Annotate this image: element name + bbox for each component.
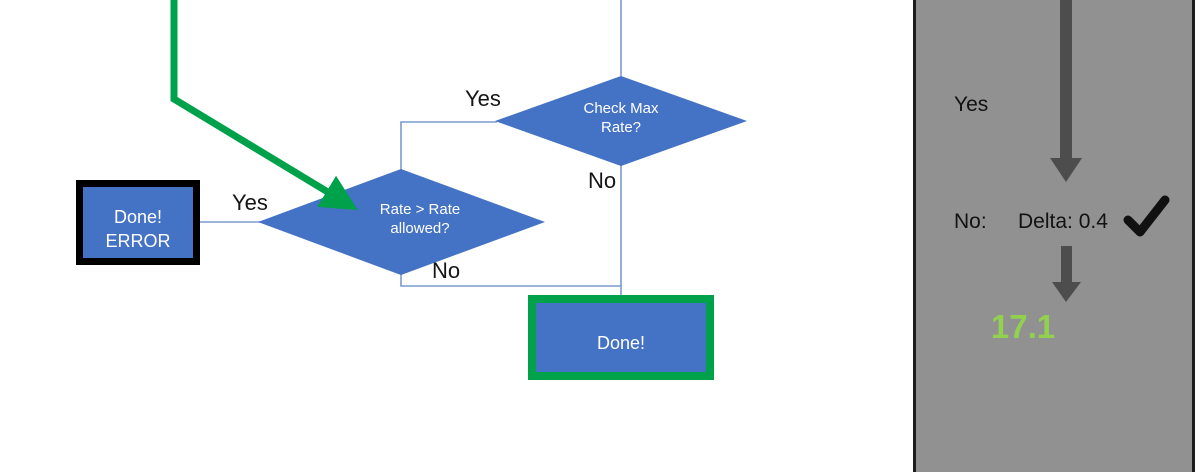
terminator-done-error[interactable]: Done! ERROR xyxy=(76,180,200,265)
edge-label-no-from-check-max-rate: No xyxy=(588,168,617,193)
edge-label-yes-to-check-max-rate: Yes xyxy=(465,86,501,111)
terminator-done[interactable]: Done! xyxy=(528,295,714,380)
terminator-done-error-label: Done! ERROR xyxy=(105,207,171,251)
edge-label-no-from-rate-check: No xyxy=(432,258,461,283)
decision-check-max-rate[interactable] xyxy=(495,76,747,166)
panel-delta-value: Delta: 0.4 xyxy=(1018,210,1108,233)
flowchart-canvas xyxy=(170,0,747,296)
down-arrow-long-icon xyxy=(1050,0,1082,182)
edge-label-yes-to-error: Yes xyxy=(232,190,268,215)
info-panel: Yes No: Delta: 0.4 17.1 xyxy=(913,0,1195,472)
connector-rate-yes-to-check-max-rate xyxy=(400,121,497,170)
down-arrow-short-icon xyxy=(1052,246,1081,302)
terminator-done-label: Done! xyxy=(596,333,646,353)
panel-branch-no-label: No: xyxy=(954,210,987,233)
decision-rate-gt-rate-allowed[interactable] xyxy=(258,169,545,275)
panel-result-value: 17.1 xyxy=(990,308,1056,345)
panel-branch-yes-label: Yes xyxy=(954,93,989,116)
panel-graphics xyxy=(1050,0,1170,302)
highlight-path-green xyxy=(170,0,358,211)
check-mark-icon xyxy=(1123,195,1170,237)
